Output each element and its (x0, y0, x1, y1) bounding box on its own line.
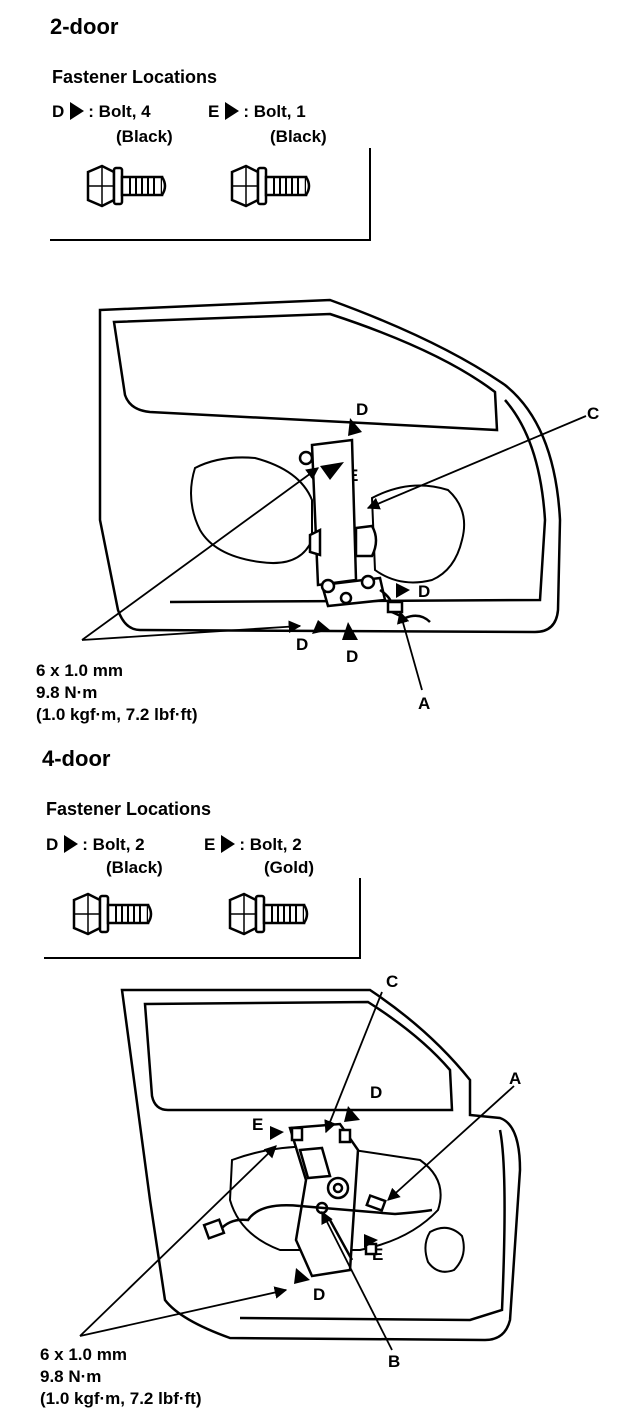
torque-spec-nm-4-door: 9.8 N·m (40, 1367, 102, 1386)
legend-d-color-4-door: (Black) (106, 858, 163, 877)
legend-d-text: : Bolt, 2 (82, 834, 145, 854)
label-d-left-2-door: D (296, 635, 309, 654)
fastener-heading-2-door: Fastener Locations (52, 67, 218, 87)
window-regulator-4-door (202, 1122, 433, 1278)
bolt-d-icon (72, 892, 153, 936)
torque-spec-imperial-4-door: (1.0 kgf·m, 7.2 lbf·ft) (40, 1389, 202, 1408)
legend-e-text: : Bolt, 1 (243, 101, 306, 121)
label-c-4-door: C (386, 972, 399, 991)
label-d-right-2-door: D (418, 582, 431, 601)
triangle-marker-icon (221, 835, 236, 853)
torque-spec-size-4-door: 6 x 1.0 mm (40, 1345, 127, 1364)
legend-e-color-2-door: (Black) (270, 127, 327, 146)
legend-e-letter: E (204, 834, 216, 854)
triangle-marker-icon (70, 102, 85, 120)
title-4-door: 4-door (42, 746, 111, 771)
door-outline-2-door (98, 298, 562, 634)
fastener-heading-4-door: Fastener Locations (46, 799, 212, 819)
label-d-bottom-4-door: D (313, 1285, 326, 1304)
fastener-box-4-door (44, 878, 361, 959)
label-d-bottom-2-door: D (346, 647, 359, 666)
legend-e-4-door: E : Bolt, 2 (204, 835, 302, 853)
label-a-4-door: A (509, 1069, 522, 1088)
leader-lines-2-door (81, 415, 587, 691)
label-a-2-door: A (418, 694, 431, 713)
fastener-box-2-door (50, 148, 371, 241)
triangle-marker-icon (64, 835, 79, 853)
legend-e-color-4-door: (Gold) (264, 858, 315, 877)
label-e-top-4-door: E (252, 1115, 264, 1134)
window-regulator-2-door (298, 438, 431, 623)
torque-spec-nm-2-door: 9.8 N·m (36, 683, 98, 702)
legend-e-letter: E (208, 101, 220, 121)
bolt-d-icon (86, 164, 167, 208)
label-d-top-4-door: D (370, 1083, 383, 1102)
legend-e-2-door: E : Bolt, 1 (208, 102, 306, 120)
bolt-markers-4-door (270, 1106, 378, 1284)
label-d-top-2-door: D (356, 400, 369, 419)
door-outline-4-door (120, 988, 522, 1342)
bolt-e-icon (228, 892, 309, 936)
torque-spec-size-2-door: 6 x 1.0 mm (36, 661, 123, 680)
legend-e-text: : Bolt, 2 (239, 834, 302, 854)
leader-lines-4-door (79, 991, 515, 1351)
legend-d-2-door: D : Bolt, 4 (52, 102, 151, 120)
title-2-door: 2-door (50, 14, 119, 39)
torque-spec-imperial-2-door: (1.0 kgf·m, 7.2 lbf·ft) (36, 705, 198, 724)
legend-d-4-door: D : Bolt, 2 (46, 835, 145, 853)
label-e-right-4-door: E (372, 1245, 384, 1264)
bolt-e-icon (230, 164, 311, 208)
bolt-markers-2-door (312, 418, 410, 640)
label-b-4-door: B (388, 1352, 401, 1371)
legend-d-letter: D (52, 101, 65, 121)
label-c-2-door: C (587, 404, 600, 423)
legend-d-letter: D (46, 834, 59, 854)
legend-d-color-2-door: (Black) (116, 127, 173, 146)
triangle-marker-icon (225, 102, 240, 120)
legend-d-text: : Bolt, 4 (88, 101, 151, 121)
